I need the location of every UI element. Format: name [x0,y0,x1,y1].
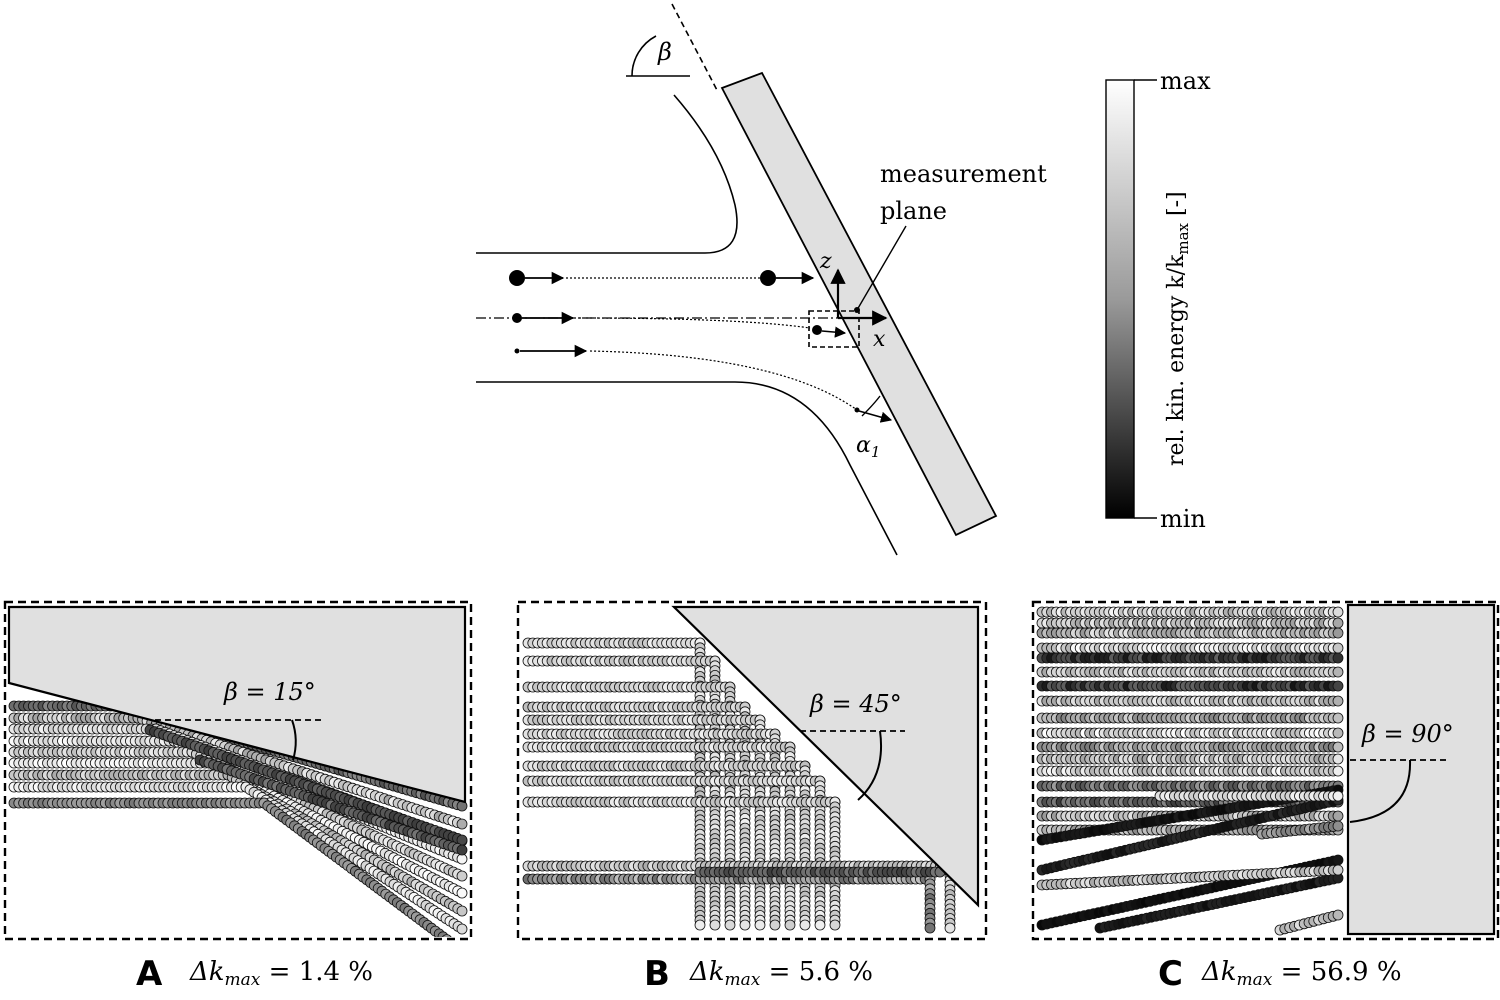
panel-a-delta: Δkmax = 1.4 % [189,957,373,990]
panel-c-wall [1346,603,1496,936]
particle-dot [1332,864,1344,876]
particle-dot [1332,790,1344,802]
panel-b-wall [671,605,980,908]
particle-dot [769,919,781,931]
particle-dot [1332,617,1344,629]
particle-dot [456,844,468,856]
particle-large-start [509,270,525,286]
particle-dot [1332,642,1344,654]
particle-dot [1332,727,1344,739]
particle-dot [944,922,956,934]
particle-dot [456,905,468,917]
panel-a-angle-arc [291,719,297,761]
x-axis-label: x [873,327,886,352]
particle-large-end [760,270,776,286]
particle-dot [799,919,811,931]
measurement-zoom-box [808,310,860,348]
colorbar: max min rel. kin. energy k/kmax [-] [1105,67,1211,533]
particle-dot [694,919,706,931]
particle-dot [814,919,826,931]
panel-b-angle-arc [857,730,882,801]
panel-b-delta: Δkmax = 5.6 % [689,957,873,990]
panel-c-angle-arc [1349,759,1412,823]
particle-small-trajectory [589,350,858,411]
channel-upper-wall [476,94,738,254]
z-axis-label: z [819,249,832,274]
particle-dot [453,943,463,953]
particle-small-end [854,407,860,413]
panel-b-angle-label: β = 45° [809,690,902,718]
particle-medium-end [812,325,822,335]
colorbar-min-label: min [1160,505,1206,533]
particle-dot [456,887,468,899]
panel-c-frame [1031,600,1500,941]
panel-b-particles [522,637,956,934]
particle-dot [456,818,468,830]
channel-lower-wall [476,381,898,556]
particle-dot [457,946,467,956]
beta-label: β [657,38,672,66]
particle-dot [1332,627,1344,639]
colorbar-title: rel. kin. energy k/kmax [-] [1164,191,1192,466]
particle-dot [456,870,468,882]
panel-a: β = 15° A Δkmax = 1.4 % [3,600,473,994]
measurement-plane-point [854,307,860,313]
measurement-label-line2: plane [880,197,947,225]
particle-dot [442,934,452,937]
particle-dot [1332,666,1344,678]
panel-a-letter: A [136,954,163,994]
alpha-arc [861,395,881,417]
particle-dot [1332,765,1344,777]
particle-dot [1332,909,1344,921]
panel-a-wall [7,605,467,804]
particle-dot [724,919,736,931]
panel-a-angle-label: β = 15° [223,678,316,706]
particle-dot [1332,712,1344,724]
particle-small-end-arrow [858,410,893,423]
particle-dot [829,919,841,931]
alpha-label: α1 [856,433,880,461]
particle-medium-start [512,313,522,323]
particle-dot [1332,741,1344,753]
particle-dot [1332,854,1344,866]
particle-dot [456,923,468,935]
panel-c-angle-label: β = 90° [1361,720,1454,748]
panel-b: β = 45° B Δkmax = 5.6 % [516,600,988,994]
particle-medium-end-arrow [821,326,847,338]
particle-dot [924,922,936,934]
particle-dot [739,919,751,931]
measurement-plane-leader [856,225,907,311]
particle-medium-trajectory [577,317,811,329]
particle-small-start [514,348,520,354]
particle-dot [709,919,721,931]
particle-dot [1332,652,1344,664]
beta-dashed-line [671,3,719,93]
particle-dot [754,919,766,931]
particle-dot [1332,606,1344,618]
particle-dot [1332,680,1344,692]
particle-dot [1332,753,1344,765]
panel-a-frame [3,600,473,941]
particle-dot [1332,820,1344,832]
beta-arc [631,35,657,77]
panel-c-particles [1036,606,1344,936]
inclined-plate [720,71,998,537]
particle-dot [456,853,468,865]
colorbar-gradient [1105,79,1135,519]
particle-dot [449,940,459,950]
measurement-label-line1: measurement [880,160,1047,188]
panel-b-letter: B [644,954,670,994]
particle-dot [784,919,796,931]
panel-c: β = 90° C Δkmax = 56.9 % [1031,600,1500,994]
panel-c-letter: C [1158,954,1183,994]
particle-dot [1332,695,1344,707]
colorbar-max-label: max [1160,67,1211,95]
particle-dot [1332,810,1344,822]
panel-c-delta: Δkmax = 56.9 % [1201,957,1402,990]
panel-b-frame [516,600,988,941]
schematic: β α1 z x [476,3,1047,556]
